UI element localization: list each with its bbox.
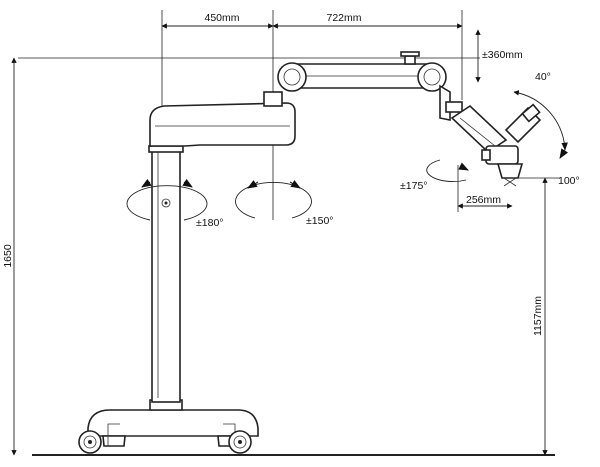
focus-height-dimension: 1157mm (515, 177, 560, 456)
wheel-left (78, 430, 102, 454)
head-offset-label: 256mm (466, 194, 501, 206)
height-dimension: 1650 (2, 57, 480, 456)
tilt-up-label: 40° (535, 71, 551, 83)
tilt-down-label: 100° (558, 175, 580, 187)
vertical-travel-dimension: ±360mm (475, 29, 523, 83)
arm-rotation-indicator: ±150° (235, 180, 333, 227)
tilt-indicator: 40° 100° (513, 71, 580, 187)
arm-reach-label: 722mm (326, 12, 361, 24)
microscope-head (445, 101, 542, 187)
arm-rotation-label: ±150° (306, 215, 333, 227)
column-reach-label: 450mm (204, 12, 239, 24)
upper-housing (149, 91, 296, 147)
column-rotation-label: ±180° (196, 217, 223, 229)
articulated-arm (277, 51, 451, 121)
column-rotation-indicator: ±180° (126, 178, 223, 229)
wheel-right (228, 430, 252, 454)
focus-height-label: 1157mm (532, 296, 544, 336)
head-rotation-label: ±175° (400, 180, 427, 192)
column (148, 145, 184, 403)
vertical-travel-label: ±360mm (482, 49, 523, 61)
height-dimension-label: 1650 (2, 244, 14, 268)
head-rotation-indicator: ±175° (400, 159, 469, 192)
head-offset-dimension: 256mm (457, 165, 513, 212)
